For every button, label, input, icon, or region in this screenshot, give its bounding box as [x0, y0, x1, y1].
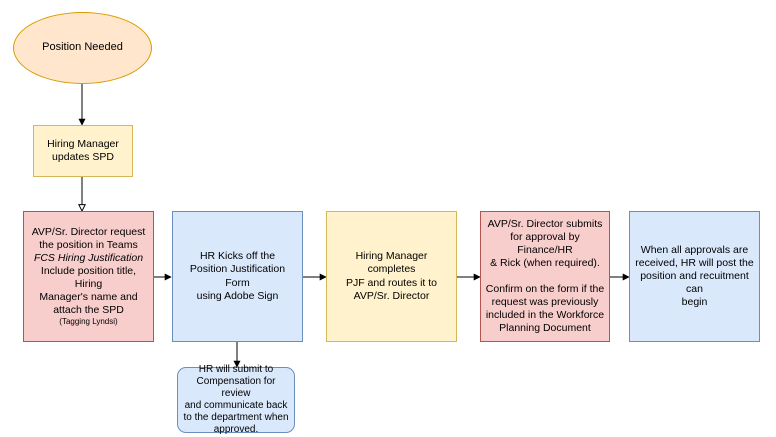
- node-text-line: Hiring Manager completes: [355, 250, 428, 276]
- node-text-line: Position Justification Form: [189, 263, 286, 289]
- node-position-needed: Position Needed: [13, 12, 152, 84]
- node-text-line: HR Kicks off the: [199, 250, 276, 263]
- node-text-line: AVP/Sr. Director submits: [487, 217, 603, 230]
- node-text-line: received, HR will post the: [635, 256, 754, 269]
- node-text-line: Include position title, Hiring: [40, 264, 137, 291]
- node-hiring-manager-completes-pjf: Hiring Manager completes PJF and routes …: [326, 211, 457, 342]
- node-avp-submits-approval: AVP/Sr. Director submits for approval by…: [480, 211, 610, 342]
- node-text-line: Planning Document: [499, 322, 591, 335]
- node-text-line: When all approvals are: [640, 243, 749, 256]
- node-text-line: included in the Workforce: [485, 309, 605, 322]
- node-text-line: HR will submit to: [198, 364, 274, 375]
- node-text-line: to the department when: [183, 412, 289, 423]
- node-text-line: & Rick (when required).: [490, 256, 600, 269]
- node-text-line: attach the SPD: [53, 304, 124, 317]
- node-text-line: the position in Teams: [39, 238, 138, 251]
- node-all-approvals-received: When all approvals are received, HR will…: [629, 211, 760, 342]
- node-text-line: Compensation for review: [196, 376, 276, 399]
- node-text-line: and communicate back: [184, 400, 288, 411]
- node-text-line: for approval by Finance/HR: [510, 230, 580, 256]
- node-text-line: Manager's name and: [39, 291, 138, 304]
- node-text-line: PJF and routes it to: [345, 276, 438, 289]
- node-hr-kicks-off-pjf: HR Kicks off the Position Justification …: [172, 211, 303, 342]
- node-text-line: approved.: [213, 424, 259, 435]
- node-text-line: Confirm on the form if the: [485, 283, 605, 295]
- node-text-line: FCS Hiring Justification: [33, 251, 144, 264]
- node-text-line: AVP/Sr. Director: [353, 289, 430, 302]
- node-text-line: [485, 270, 605, 283]
- node-text-line: position and recuitment can: [640, 269, 749, 296]
- node-text-line: request was previously: [491, 296, 599, 309]
- node-text-line: Hiring Manager: [47, 137, 119, 150]
- node-text-line: updates SPD: [52, 151, 114, 163]
- node-text-line: begin: [681, 296, 708, 309]
- node-text-line: Position Needed: [42, 41, 123, 54]
- node-hr-submit-compensation: HR will submit to Compensation for revie…: [177, 364, 295, 435]
- node-text-line: using Adobe Sign: [196, 289, 279, 302]
- node-text-line: AVP/Sr. Director request: [31, 225, 146, 238]
- node-hiring-manager-updates-spd: Hiring Manager updates SPD: [33, 125, 133, 177]
- node-text-line: (Tagging Lyndsi): [59, 317, 118, 327]
- node-avp-request-position: AVP/Sr. Director request the position in…: [23, 211, 154, 342]
